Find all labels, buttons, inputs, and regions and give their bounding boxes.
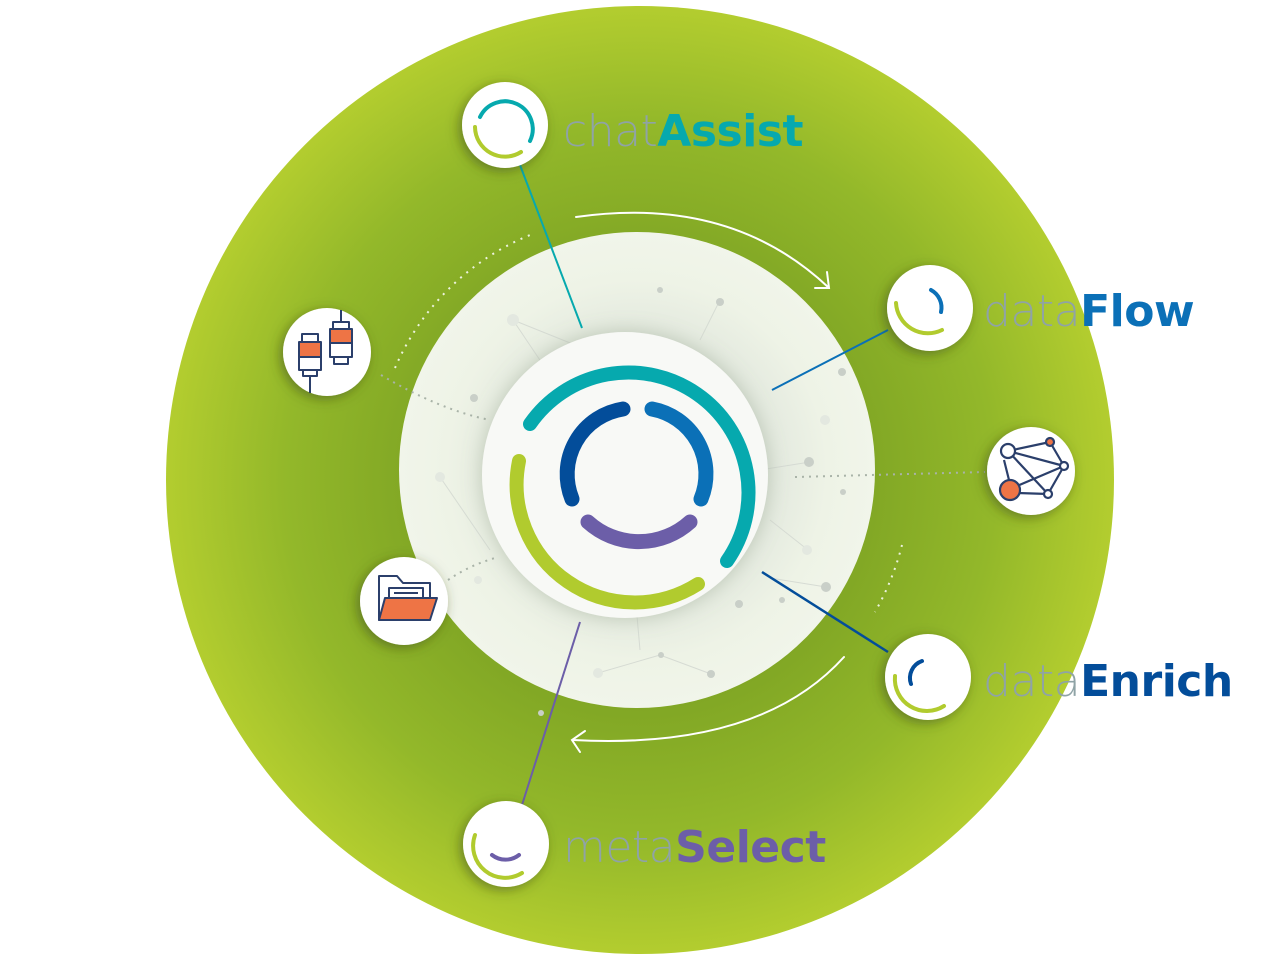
dataenrich-name: Enrich: [1080, 656, 1233, 707]
open-folder-icon: [378, 575, 438, 621]
arrow-bottom[interactable]: [570, 656, 845, 753]
logo-arc-teal: [523, 365, 756, 568]
connector-metaselect: [521, 621, 581, 806]
dotted-arc-left: [394, 234, 531, 369]
logo-arc-purple: [580, 514, 698, 550]
module-dataenrich-badge[interactable]: [885, 634, 971, 720]
network-dots: [435, 287, 846, 716]
arrow-top[interactable]: [575, 211, 831, 289]
metaselect-logo-icon: [471, 833, 524, 880]
central-logo: [509, 365, 756, 610]
chatassist-prefix: chat: [563, 106, 658, 157]
metaselect-name: Select: [675, 822, 826, 873]
connector-chatassist: [519, 164, 583, 329]
chatassist-logo-icon: [473, 99, 535, 159]
logo-arc-blue-light: [644, 401, 714, 507]
label-metaselect[interactable]: metaSelect: [563, 826, 826, 870]
logo-arc-blue-dark: [559, 401, 631, 507]
network-graph-icon: [998, 436, 1070, 502]
connector-dataenrich: [761, 570, 889, 654]
dotted-line-connectors: [380, 374, 491, 421]
dataenrich-logo-icon: [892, 659, 946, 713]
logo-arc-lime: [509, 454, 705, 610]
connectors-badge[interactable]: [283, 308, 371, 396]
metaselect-prefix: meta: [563, 822, 676, 873]
module-metaselect-badge[interactable]: [463, 801, 549, 887]
dataflow-logo-icon: [894, 288, 944, 336]
label-dataflow[interactable]: dataFlow: [983, 290, 1195, 334]
module-dataflow-badge[interactable]: [887, 265, 973, 351]
usb-connector-icon: [298, 310, 353, 393]
dataflow-prefix: data: [983, 286, 1081, 337]
dataenrich-prefix: data: [983, 656, 1081, 707]
label-chatassist[interactable]: chatAssist: [563, 110, 804, 154]
chatassist-name: Assist: [657, 106, 804, 157]
dataflow-name: Flow: [1080, 286, 1195, 337]
label-dataenrich[interactable]: dataEnrich: [983, 660, 1233, 704]
connector-dataflow: [771, 329, 889, 391]
